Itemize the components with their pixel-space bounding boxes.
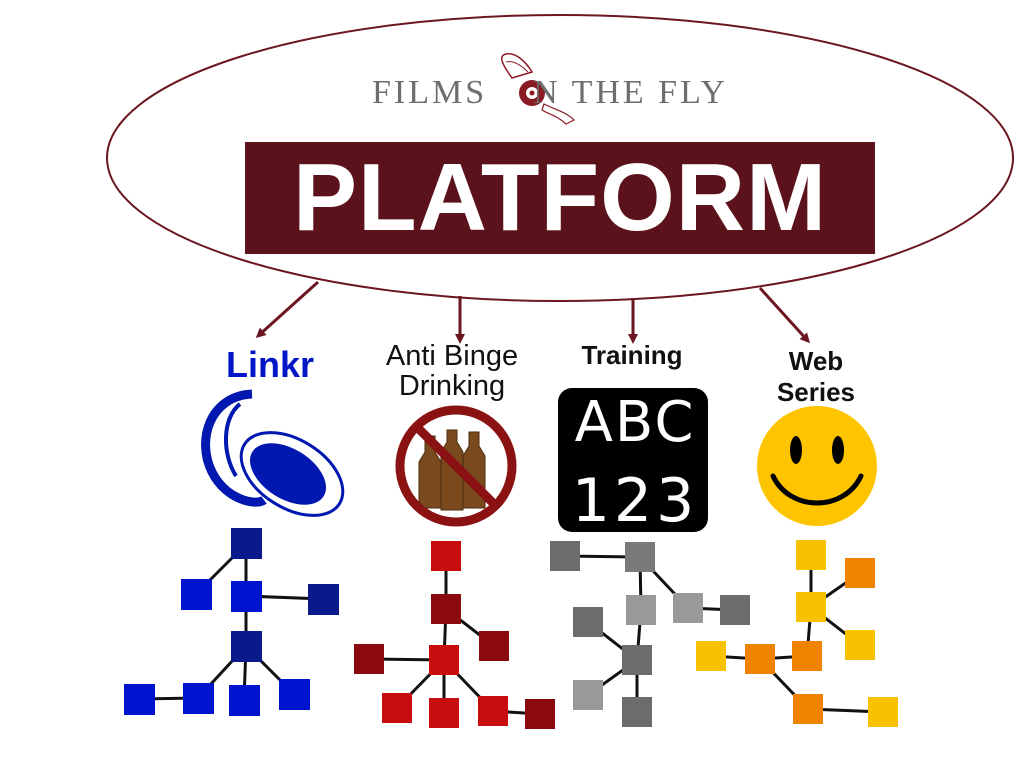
brand-text-left: FILMS (372, 74, 488, 111)
tree-red (354, 541, 555, 729)
tree-blue (124, 528, 339, 716)
linkr-logo-icon (201, 389, 345, 517)
chalkboard-icon (558, 388, 708, 532)
branch-arrows (255, 280, 811, 344)
platform-banner: PLATFORM (245, 142, 875, 254)
no-bottles-icon (395, 405, 517, 527)
branch-label-web-line1: Web (788, 346, 844, 376)
tree-gray (550, 541, 750, 727)
branch-label-anti-binge-line1: Anti Binge (385, 340, 519, 372)
tree-yellow (696, 540, 898, 727)
smiley-face-icon (757, 406, 877, 526)
arrow-linkr (255, 280, 320, 339)
chalkboard-text-123: 123 (571, 466, 699, 536)
brand-logo-text: FILMS N THE FLY (372, 74, 728, 112)
branch-label-anti-binge: Anti Binge Drinking (352, 341, 552, 402)
branch-label-web-series: Web Series (748, 346, 884, 408)
branch-label-anti-binge-line2: Drinking (398, 370, 506, 403)
platform-banner-title: PLATFORM (292, 144, 828, 251)
network-tree-icon (124, 528, 898, 729)
logo-wing-reel-icon (501, 53, 576, 125)
platform-ellipse (106, 14, 1014, 302)
branch-label-training: Training (581, 340, 683, 370)
branch-label-web-line2: Series (776, 377, 856, 408)
chalkboard-text-abc: ABC (574, 390, 696, 455)
brand-text-right: N THE FLY (533, 74, 728, 111)
arrow-web (758, 286, 811, 344)
branch-label-linkr: Linkr (225, 344, 314, 385)
